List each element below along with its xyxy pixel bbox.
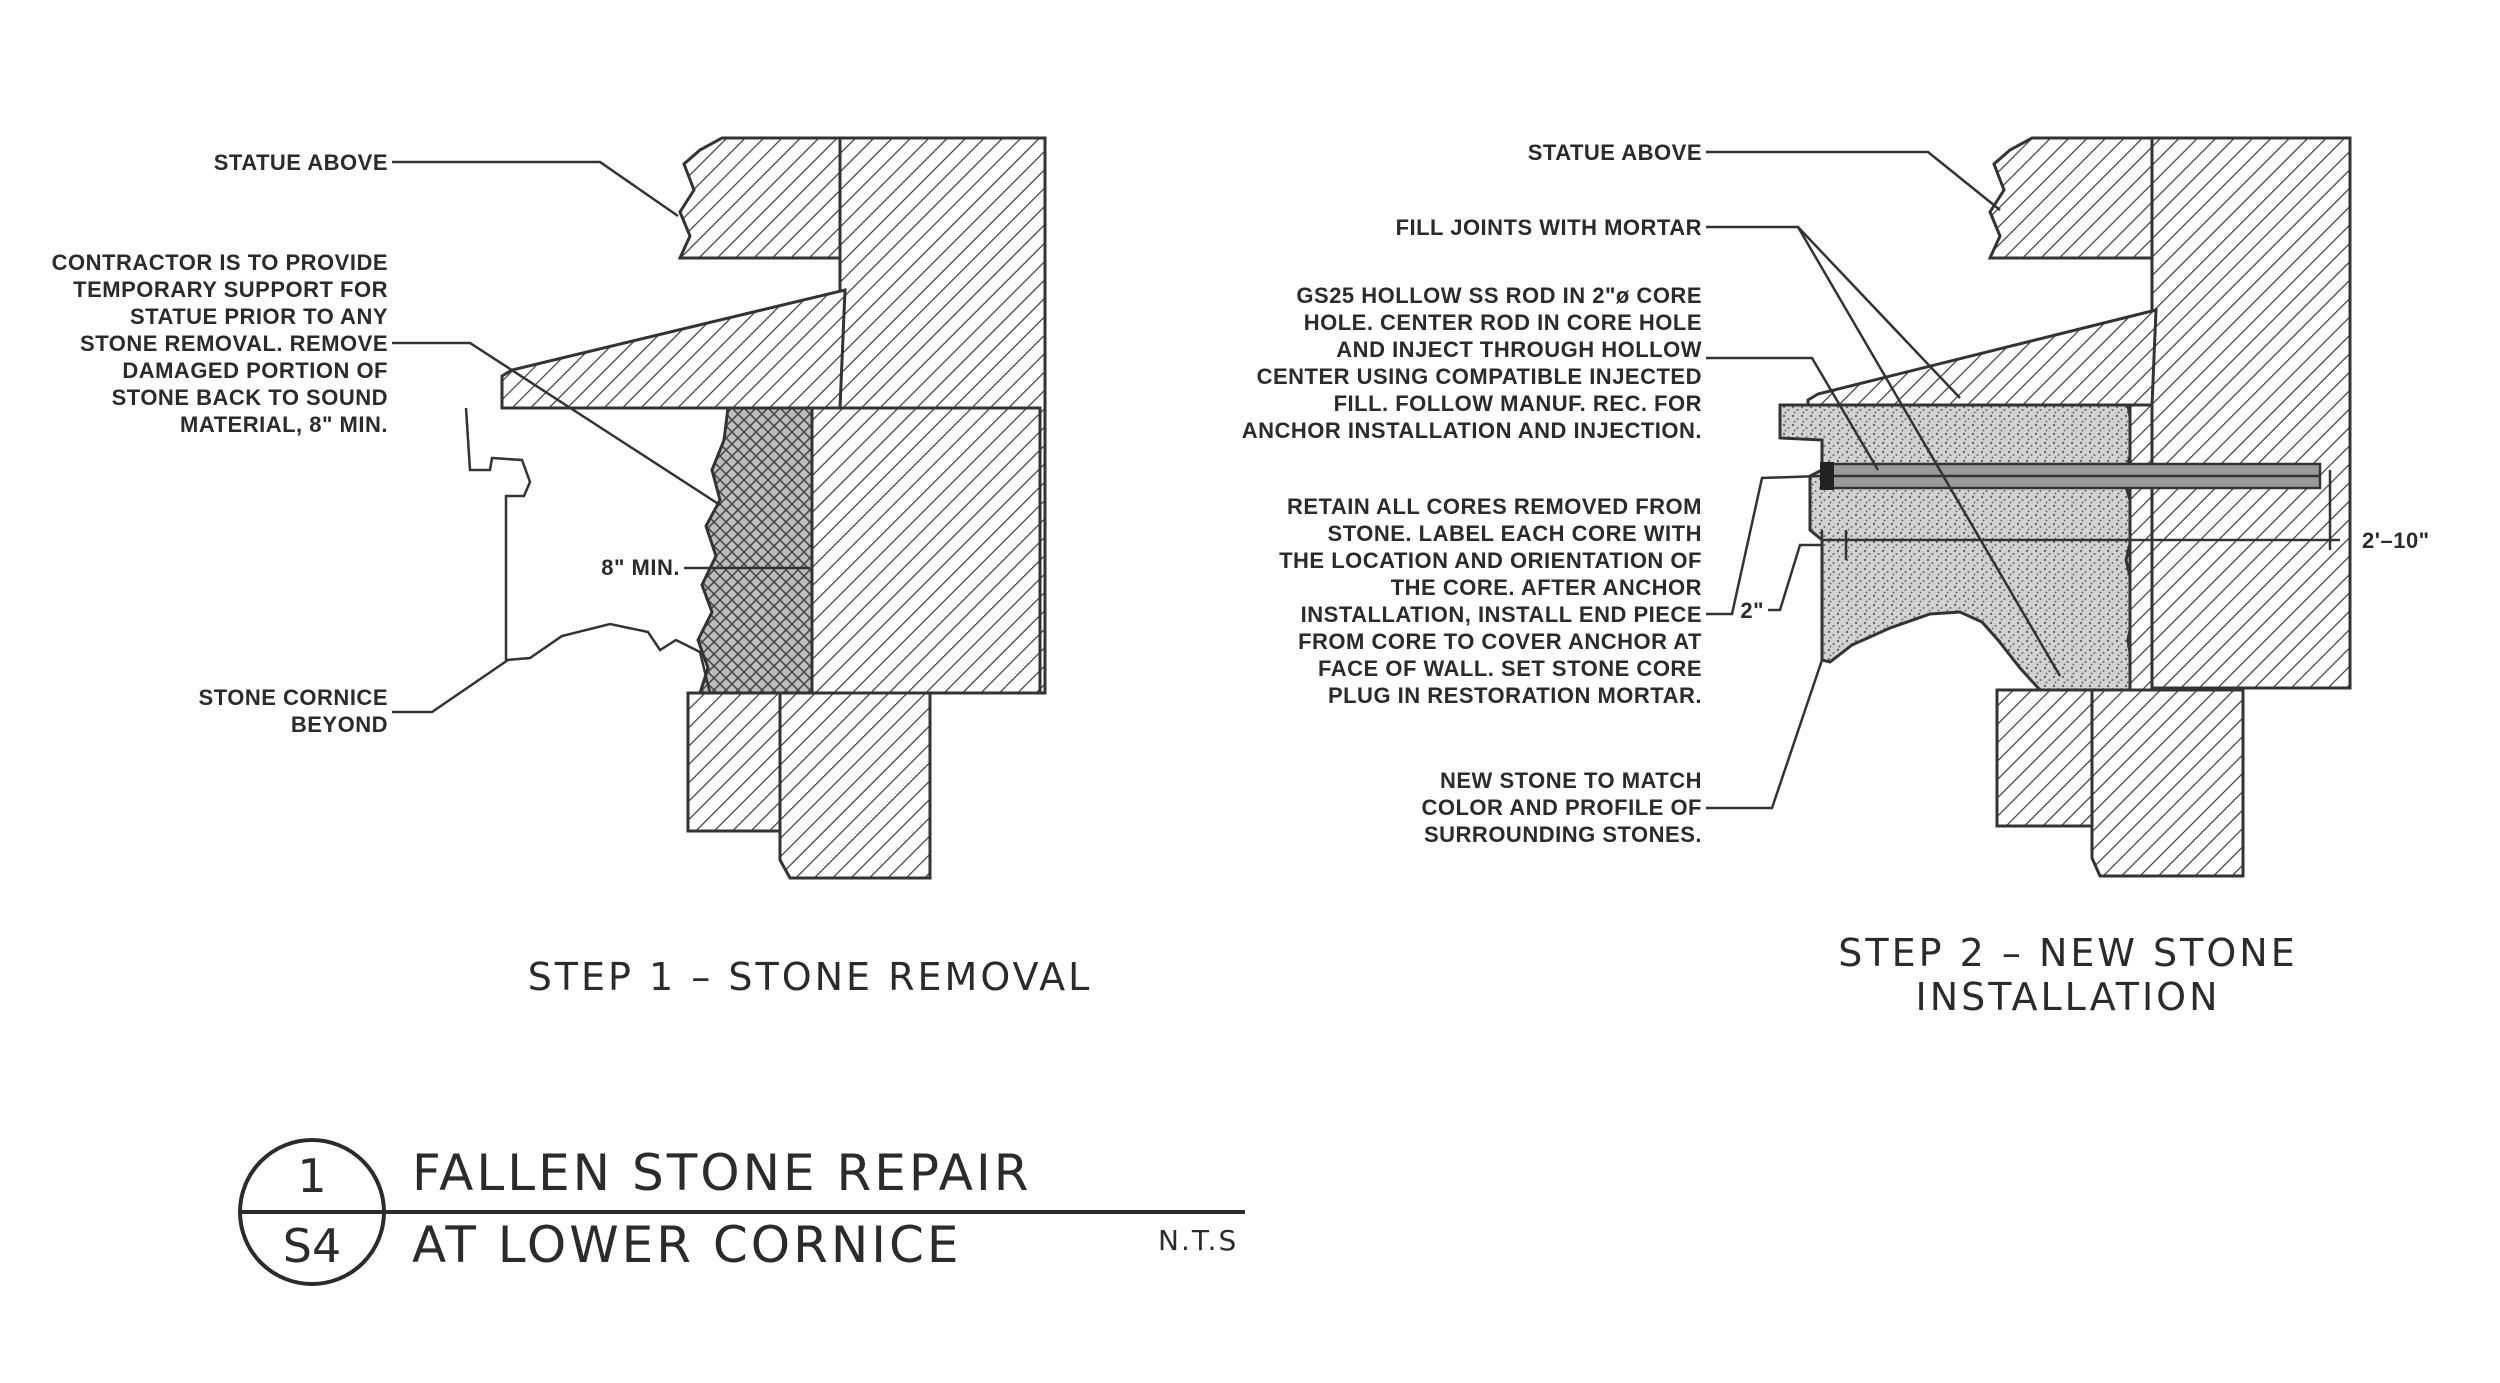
step2-retain-note-7: FACE OF WALL. SET STONE CORE [1318, 656, 1702, 681]
step2-dim-2in-label: 2" [1740, 598, 1764, 623]
detail-title-line2: AT LOWER CORNICE [412, 1216, 962, 1274]
step1-min-dim-label: 8" MIN. [601, 555, 680, 580]
step2-lower-block-left [1995, 688, 2094, 828]
step1-contractor-note-3: STATUE PRIOR TO ANY [130, 304, 388, 329]
step2-retain-note-5: INSTALLATION, INSTALL END PIECE [1301, 602, 1702, 627]
step1-caption: STEP 1 – STONE REMOVAL [528, 955, 1093, 999]
step2-retain-note-6: FROM CORE TO COVER ANCHOR AT [1298, 629, 1702, 654]
step2-caption-line1: STEP 2 – NEW STONE [1838, 931, 2297, 975]
step2-dim-length-label: 2'–10" [2362, 528, 2430, 553]
step1-removed-stone [696, 406, 814, 695]
step2-rod-note-3: AND INJECT THROUGH HOLLOW [1336, 337, 1702, 362]
step2-notes: STATUE ABOVE FILL JOINTS WITH MORTAR GS2… [1242, 140, 2430, 1019]
step1-cornice-beyond [464, 407, 712, 695]
step2-rod-note-6: ANCHOR INSTALLATION AND INJECTION. [1242, 418, 1702, 443]
step2-retain-note-1: RETAIN ALL CORES REMOVED FROM [1287, 494, 1702, 519]
step2-retain-note-3: THE LOCATION AND ORIENTATION OF [1279, 548, 1702, 573]
step2-rod-note-5: FILL. FOLLOW MANUF. REC. FOR [1334, 391, 1702, 416]
step1-contractor-note-7: MATERIAL, 8" MIN. [180, 412, 388, 437]
step2-wall-stone [2150, 136, 2352, 690]
step2-new-stone [1778, 403, 2138, 692]
step1-contractor-note-6: STONE BACK TO SOUND [112, 385, 388, 410]
step2-retain-note-4: THE CORE. AFTER ANCHOR [1391, 575, 1702, 600]
step1-drawing [464, 136, 1047, 880]
step1-statue-block [677, 136, 842, 260]
step2-remaining-stone [2128, 403, 2154, 692]
detail-number: 1 [297, 1149, 326, 1203]
step1-notes: STATUE ABOVE CONTRACTOR IS TO PROVIDE TE… [52, 150, 1093, 999]
step1-contractor-note-4: STONE REMOVAL. REMOVE [80, 331, 388, 356]
step2-core-plug [1820, 462, 1834, 490]
step1-contractor-note-1: CONTRACTOR IS TO PROVIDE [52, 250, 388, 275]
step2-statue-block [1987, 136, 2154, 260]
step1-cornice-label-2: BEYOND [291, 712, 388, 737]
step2-statue-above-label: STATUE ABOVE [1528, 140, 1702, 165]
step1-statue-above-label: STATUE ABOVE [214, 150, 388, 175]
step2-caption-line2: INSTALLATION [1915, 975, 2220, 1019]
step2-rod-note-4: CENTER USING COMPATIBLE INJECTED [1257, 364, 1702, 389]
detail-title-line1: FALLEN STONE REPAIR [412, 1144, 1031, 1202]
step1-cornice-slab [500, 288, 847, 410]
step1-cornice-label-1: STONE CORNICE [199, 685, 388, 710]
step2-new-stone-note-1: NEW STONE TO MATCH [1440, 768, 1702, 793]
step2-rod-note-1: GS25 HOLLOW SS ROD IN 2"ø CORE [1296, 283, 1702, 308]
step1-contractor-note-5: DAMAGED PORTION OF [122, 358, 388, 383]
step2-lower-block-right [2090, 688, 2245, 878]
step2-retain-note-8: PLUG IN RESTORATION MORTAR. [1328, 683, 1702, 708]
step1-lower-block-left [686, 691, 782, 833]
step1-lower-block-right [778, 691, 932, 880]
step2-cornice-slab [1806, 308, 2158, 407]
scale-label: N.T.S [1158, 1224, 1238, 1257]
title-block: 1 S4 FALLEN STONE REPAIR AT LOWER CORNIC… [238, 1138, 1245, 1286]
step2-new-stone-note-2: COLOR AND PROFILE OF [1421, 795, 1702, 820]
step1-remaining-stone [810, 406, 1042, 695]
step2-fill-joints-label: FILL JOINTS WITH MORTAR [1396, 215, 1702, 240]
step2-new-stone-note-3: SURROUNDING STONES. [1424, 822, 1702, 847]
step2-rod-note-2: HOLE. CENTER ROD IN CORE HOLE [1304, 310, 1702, 335]
step2-retain-note-2: STONE. LABEL EACH CORE WITH [1328, 521, 1702, 546]
step1-contractor-note-2: TEMPORARY SUPPORT FOR [73, 277, 388, 302]
step2-drawing [1778, 136, 2352, 878]
sheet-number: S4 [283, 1219, 341, 1273]
